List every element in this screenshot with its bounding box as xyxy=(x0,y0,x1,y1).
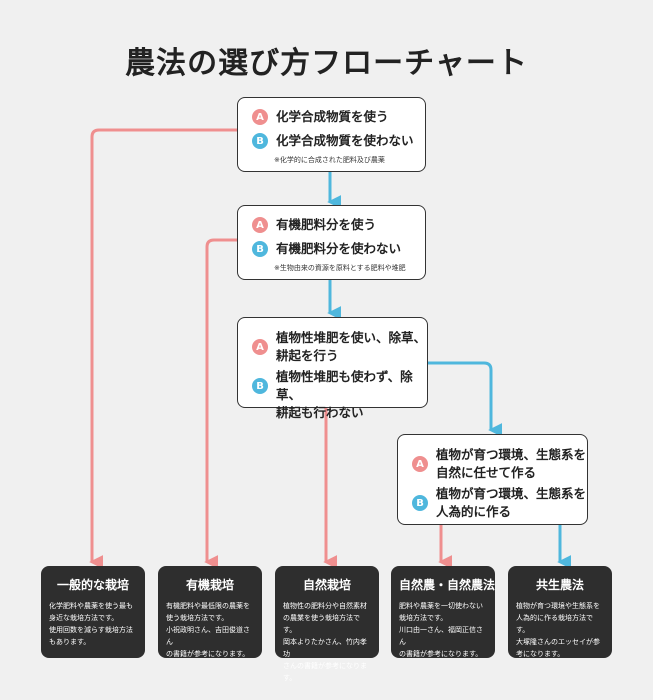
option-text: 化学合成物質を使う xyxy=(276,109,389,124)
page-title: 農法の選び方フローチャート xyxy=(125,46,528,81)
option-text: 植物性堆肥を使い、除草、 耕起を行う xyxy=(276,330,427,363)
result-title: 自然農・自然農法 xyxy=(399,578,496,592)
question-box-4: A 植物が育つ環境、生態系を 自然に任せて作る B 植物が育つ環境、生態系を 人… xyxy=(397,434,588,525)
question-box-1: A 化学合成物質を使う B 化学合成物質を使わない ※化学的に合成された肥料及び… xyxy=(237,97,426,172)
result-description: 植物が育つ環境や生態系を 人為的に作る栽培方法です。 大塚隆さんのエッセイが参 … xyxy=(516,602,600,658)
badge-a: A xyxy=(252,109,268,125)
result-description: 植物性の肥料分や自然素材 の農業を使う栽培方法です。 岡本よりたかさん、竹内孝功… xyxy=(283,602,367,682)
option-a: A 化学合成物質を使う xyxy=(252,108,389,126)
result-title: 自然栽培 xyxy=(302,578,351,592)
option-b: B 有機肥料分を使わない xyxy=(252,240,401,258)
option-a: A 植物性堆肥を使い、除草、 耕起を行う xyxy=(252,329,426,365)
option-a: A 有機肥料分を使う xyxy=(252,216,376,234)
option-text: 植物性堆肥も使わず、除草、 耕起も行わない xyxy=(276,369,413,420)
badge-a: A xyxy=(252,339,268,355)
connector-q2-a xyxy=(204,238,237,569)
option-text: 有機肥料分を使わない xyxy=(276,241,402,256)
result-description: 有機肥料や最低限の農薬を 使う栽培方法です。 小祝政明さん、吉田俊道さん の書籍… xyxy=(166,602,250,658)
result-box-natural: 自然栽培 植物性の肥料分や自然素材 の農業を使う栽培方法です。 岡本よりたかさん… xyxy=(275,566,379,682)
connector-q3-b xyxy=(428,361,503,437)
option-text: 植物が育つ環境、生態系を 人為的に作る xyxy=(436,486,587,519)
result-box-symbiotic: 共生農法 植物が育つ環境や生態系を 人為的に作る栽培方法です。 大塚隆さんのエッ… xyxy=(508,566,612,658)
option-note: ※生物由来の資源を原料とする肥料や堆肥 xyxy=(274,264,406,272)
option-text: 植物が育つ環境、生態系を 自然に任せて作る xyxy=(436,447,587,480)
result-box-organic: 有機栽培 有機肥料や最低限の農薬を 使う栽培方法です。 小祝政明さん、吉田俊道さ… xyxy=(158,566,262,658)
option-a: A 植物が育つ環境、生態系を 自然に任せて作る xyxy=(412,446,586,482)
badge-b: B xyxy=(412,495,428,511)
question-box-3: A 植物性堆肥を使い、除草、 耕起を行う B 植物性堆肥も使わず、除草、 耕起も… xyxy=(237,317,428,420)
result-title: 共生農法 xyxy=(535,578,584,592)
result-title: 一般的な栽培 xyxy=(56,578,129,592)
question-box-2: A 有機肥料分を使う B 有機肥料分を使わない ※生物由来の資源を原料とする肥料… xyxy=(237,205,426,280)
option-text: 有機肥料分を使う xyxy=(276,217,377,232)
result-box-natural-farming: 自然農・自然農法 肥料や農薬を一切使わない 栽培方法です。 川口由一さん、福岡正… xyxy=(391,566,495,658)
option-b: B 植物が育つ環境、生態系を 人為的に作る xyxy=(412,485,586,521)
option-b: B 化学合成物質を使わない xyxy=(252,132,414,150)
result-title: 有機栽培 xyxy=(185,578,234,592)
badge-b: B xyxy=(252,378,268,394)
option-note: ※化学的に合成された肥料及び農薬 xyxy=(274,156,385,164)
result-description: 化学肥料や農薬を使う最も 身近な栽培方法です。 使用回数を減らす栽培方法 もあり… xyxy=(49,602,133,646)
connector-q1-a xyxy=(89,128,237,569)
badge-b: B xyxy=(252,133,268,149)
option-text: 化学合成物質を使わない xyxy=(276,133,414,148)
result-description: 肥料や農薬を一切使わない 栽培方法です。 川口由一さん、福岡正信さん の書籍が参… xyxy=(399,602,483,658)
result-box-conventional: 一般的な栽培 化学肥料や農薬を使う最も 身近な栽培方法です。 使用回数を減らす栽… xyxy=(41,566,145,658)
option-b: B 植物性堆肥も使わず、除草、 耕起も行わない xyxy=(252,368,427,422)
badge-a: A xyxy=(252,217,268,233)
badge-a: A xyxy=(412,456,428,472)
badge-b: B xyxy=(252,241,268,257)
